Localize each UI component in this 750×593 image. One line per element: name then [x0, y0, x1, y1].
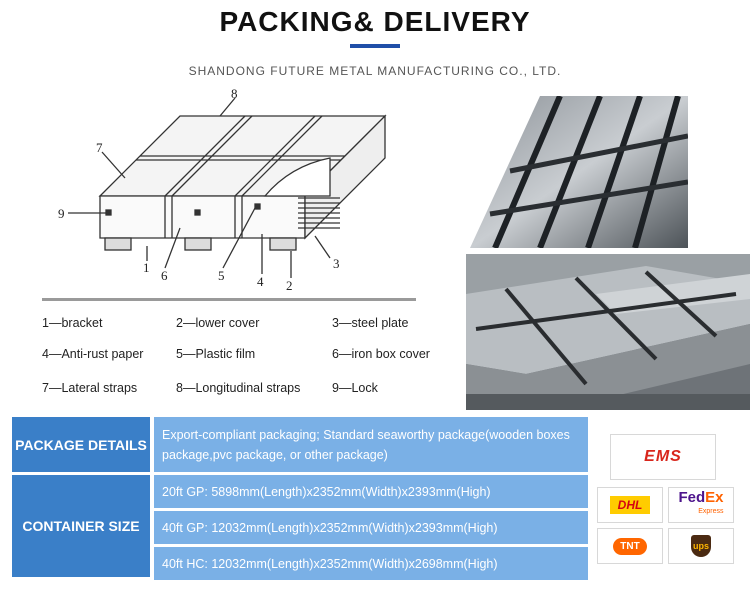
legend-lower-cover: 2—lower cover: [176, 316, 260, 330]
container-row-40ft-hc: 40ft HC: 12032mm(Length)x2352mm(Width)x2…: [154, 547, 588, 580]
fedex-fe-text: Fed: [678, 489, 706, 506]
title-underline: [350, 44, 400, 48]
ems-logo-text: EMS: [644, 448, 682, 465]
divider: [42, 298, 416, 301]
legend-lock: 9—Lock: [332, 381, 378, 395]
callout-8: 8: [231, 86, 238, 101]
tnt-logo: TNT: [597, 528, 663, 564]
callout-4: 4: [257, 274, 264, 289]
steel-sheet-photo: [470, 96, 688, 248]
legend-longitudinal-straps: 8—Longitudinal straps: [176, 381, 301, 395]
legend-steel-plate: 3—steel plate: [332, 316, 409, 330]
fedex-ex-text: Ex: [705, 489, 724, 506]
package-details-text: Export-compliant packaging; Standard sea…: [154, 417, 588, 472]
callout-7: 7: [96, 140, 103, 155]
callout-6: 6: [161, 268, 168, 283]
container-size-label: CONTAINER SIZE: [12, 475, 150, 577]
page-title: PACKING& DELIVERY: [219, 6, 531, 37]
callout-3: 3: [333, 256, 340, 271]
dhl-logo: DHL: [597, 487, 663, 523]
fedex-logo: FedEx Express: [668, 487, 734, 523]
package-details-label: PACKAGE DETAILS: [12, 417, 150, 472]
legend-bracket: 1—bracket: [42, 316, 103, 330]
ups-logo-text: ups: [691, 535, 711, 557]
legend-plastic-film: 5—Plastic film: [176, 347, 256, 361]
callout-5: 5: [218, 268, 225, 283]
container-row-40ft-gp: 40ft GP: 12032mm(Length)x2352mm(Width)x2…: [154, 511, 588, 544]
container-row-20ft-gp: 20ft GP: 5898mm(Length)x2352mm(Width)x23…: [154, 475, 588, 508]
ups-logo: ups: [668, 528, 734, 564]
company-name: SHANDONG FUTURE METAL MANUFACTURING CO.,…: [188, 64, 562, 78]
packing-diagram: 8 7 9 1 6 5 4 2 3: [58, 86, 387, 293]
legend-anti-rust-paper: 4—Anti-rust paper: [42, 347, 144, 361]
callout-1: 1: [143, 260, 150, 275]
callout-9: 9: [58, 206, 65, 221]
tnt-logo-text: TNT: [613, 537, 647, 555]
callout-2: 2: [286, 278, 293, 293]
legend-lateral-straps: 7—Lateral straps: [42, 381, 138, 395]
warehouse-photo: [466, 254, 750, 410]
dhl-logo-text: DHL: [609, 496, 651, 514]
fedex-express-text: Express: [698, 508, 724, 515]
legend-iron-box-cover: 6—iron box cover: [332, 347, 430, 361]
ems-logo: EMS: [610, 434, 716, 480]
